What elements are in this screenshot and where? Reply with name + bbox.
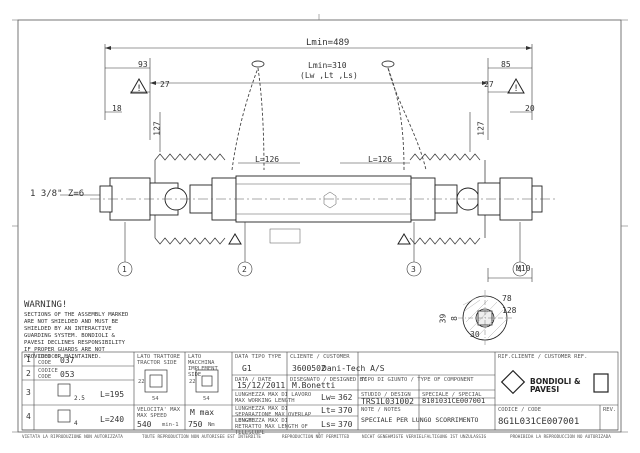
right-diameter-dimension: 127: [476, 121, 486, 136]
notes-label: NOTE / NOTES: [361, 407, 401, 413]
footer-fr: TOUTE REPRODUCTION NON AUTORISEE EST INT…: [142, 435, 261, 440]
part-num-4: 4: [26, 412, 31, 421]
revision-label: REV.: [603, 407, 617, 413]
svg-text:!: !: [514, 84, 518, 94]
length-key-overlap: Lt=: [321, 406, 336, 415]
code-label: CODICE / CODE: [498, 407, 542, 413]
part-num-1: 1: [26, 355, 31, 364]
length-value-working: 362: [338, 393, 353, 402]
implement-dim-54: 54: [203, 396, 210, 402]
series-label: SPECIALE / SPECIAL: [422, 392, 482, 398]
company-logo: BONDIOLI & PAVESI: [530, 377, 581, 394]
speed-unit: min-1: [162, 422, 179, 428]
footer-es: PROHIBIDA LA REPRODUCCION NO AUTORIZADA: [510, 435, 611, 440]
client-label: CLIENTE / CUSTOMER: [290, 354, 350, 360]
part-num-3: 3: [26, 388, 31, 397]
component-label: TIPO DI GIUNTO / TYPE OF COMPONENT: [361, 377, 474, 383]
right-20-dimension: 20: [525, 104, 535, 113]
client-name: Dani-Tech A/S: [322, 364, 385, 373]
warning-text: SECTIONS OF THE ASSEMBLY MARKED ARE NOT …: [24, 312, 129, 360]
footer-en: REPRODUCTION NOT PERMITTED: [282, 435, 350, 440]
left-27-dimension: 27: [160, 80, 170, 89]
callout-2: 2: [242, 265, 247, 274]
code-value: 8G1L031CE007001: [498, 417, 580, 427]
torque-label: M max: [190, 408, 215, 417]
part-code-label-1: CODICE CODE: [38, 354, 58, 366]
tube-length-right: L=126: [368, 155, 393, 164]
overall-length-dimension: Lmin=489: [306, 38, 350, 48]
designer-label: DISEGNATO / DESIGNED BY: [290, 377, 367, 383]
right-offset-dimension: 85: [501, 60, 511, 69]
torque-unit: Nm: [208, 422, 215, 428]
footer-it: VIETATA LA RIPRODUZIONE NON AUTORIZZATA: [22, 435, 123, 440]
designer-value: M.Bonetti: [292, 381, 336, 390]
date-label: DATA / DATE: [235, 377, 272, 383]
thread-dimension: M10: [516, 264, 531, 273]
left-offset-dimension: 93: [138, 60, 148, 69]
customer-ref-label: RIF.CLIENTE / CUSTOMER REF.: [498, 354, 588, 360]
implement-side-label: LATO MACCHINA IMPLEMENT SIDE: [188, 354, 218, 378]
length-value-retracted: 370: [338, 420, 353, 429]
warning-note: WARNING! SECTIONS OF THE ASSEMBLY MARKED…: [24, 300, 134, 361]
section-dim-128: 128: [502, 306, 517, 315]
length-key-working: Lw=: [321, 393, 336, 402]
study-label: STUDIO / DESIGN: [361, 392, 411, 398]
type-label: DATA TIPO TYPE: [235, 354, 282, 360]
part-code-1: 037: [60, 356, 75, 365]
right-27-dimension: 27: [484, 80, 494, 89]
speed-value: 540: [137, 420, 152, 429]
part-small-3: 2.5: [74, 395, 85, 402]
torque-value: 750: [188, 420, 203, 429]
length-label-working: LUNGHEZZA MAX DI LAVORO MAX WORKING LENG…: [235, 392, 312, 404]
svg-text:!: !: [137, 84, 141, 94]
length-value-overlap: 370: [338, 406, 353, 415]
section-dim-78: 78: [502, 294, 512, 303]
series-value: 8101031CE007001: [422, 397, 486, 405]
section-dim-39: 39: [438, 313, 448, 324]
center-length-subtitle: (Lw ,Lt ,Ls): [300, 71, 358, 80]
tractor-side-label: LATO TRATTORE TRACTOR SIDE: [137, 354, 181, 366]
footer-de: NICHT GENEHMIGTE VERVIELFALTIGUNG IST UN…: [362, 435, 487, 440]
part-small-4: 4: [74, 420, 78, 427]
length-key-retracted: Ls=: [321, 420, 336, 429]
length-label-overlap: LUNGHEZZA MAX DI SEPARAZIONE MAX OVERLAP…: [235, 406, 312, 424]
tube-length-left: L=126: [255, 155, 280, 164]
center-length-dimension: Lmin=310: [308, 61, 347, 70]
section-dim-30: 30: [470, 330, 480, 339]
left-diameter-dimension: 127: [152, 121, 162, 136]
part-code-2: 053: [60, 370, 75, 379]
implement-dim-22: 22: [189, 379, 196, 385]
spline-spec: 1 3/8" Z=6: [30, 189, 85, 199]
callout-1: 1: [122, 265, 127, 274]
length-label-retracted: LUNGHEZZA MAX DI RETRATTO MAX LENGTH OF …: [235, 418, 308, 436]
part-num-2: 2: [26, 369, 31, 378]
notes-value: SPECIALE PER LUNGO SCORRIMENTO: [361, 416, 479, 424]
warning-title: WARNING!: [24, 300, 68, 310]
date-value: 15/12/2011: [237, 381, 286, 390]
callout-4: 4: [517, 265, 522, 274]
part-dim-3: L=195: [100, 390, 125, 399]
left-18-dimension: 18: [112, 104, 122, 113]
section-dim-8: 8: [449, 316, 459, 321]
callout-3: 3: [411, 265, 416, 274]
tractor-dim-54: 54: [152, 396, 159, 402]
tractor-dim-22: 22: [138, 379, 145, 385]
speed-label: VELOCITA' MAX MAX SPEED: [137, 407, 181, 419]
study-value: TRS1L031002: [361, 397, 414, 406]
part-code-label-2: CODICE CODE: [38, 368, 58, 380]
client-code: 3600502: [292, 364, 326, 373]
type-value: G1: [242, 364, 252, 373]
part-dim-4: L=240: [100, 415, 125, 424]
